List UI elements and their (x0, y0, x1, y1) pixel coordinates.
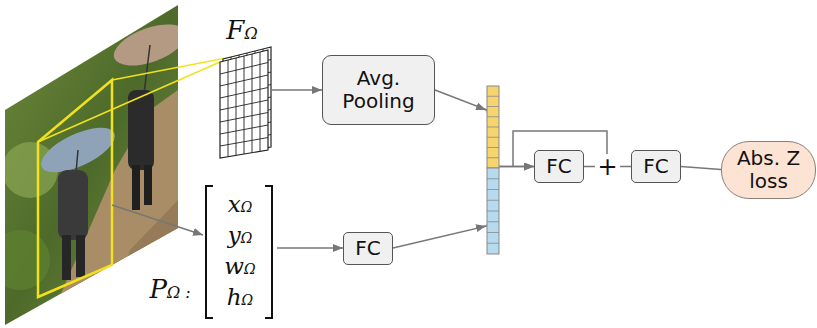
fc-layer: FC (534, 150, 584, 183)
math-label: wΩ (208, 254, 272, 279)
box-label: FC (643, 155, 668, 178)
region-box (38, 80, 112, 297)
concat-arrowhead (477, 106, 486, 110)
math-label: yΩ (208, 223, 272, 248)
fc-layer: FC (343, 232, 393, 265)
box-label: Abs. Z loss (732, 147, 805, 193)
loss-terminal: Abs. Z loss (721, 141, 816, 199)
math-label: xΩ (208, 192, 272, 217)
connector (435, 90, 534, 167)
box-label: Avg. Pooling (331, 67, 426, 113)
connector (681, 167, 721, 170)
feature-vector (487, 86, 499, 254)
position-vector: PΩ : xΩ yΩ wΩ hΩ (140, 180, 277, 324)
box-label: FC (546, 155, 571, 178)
feature-map: FΩ (212, 10, 272, 162)
math-label: hΩ (208, 285, 272, 310)
projection-line (38, 62, 220, 142)
process-box: Avg. Pooling (322, 55, 435, 125)
box-label: FC (355, 237, 380, 260)
connector (272, 89, 322, 91)
connector (393, 167, 534, 249)
sum-operator: + (595, 155, 619, 179)
math-label: FΩ (212, 16, 272, 45)
math-label: PΩ : (142, 275, 198, 304)
connector (277, 247, 343, 249)
fc-layer: FC (631, 150, 681, 183)
concat-arrowhead (476, 226, 486, 228)
position-arrow (112, 205, 203, 235)
edge-label-holder: + (595, 155, 619, 179)
